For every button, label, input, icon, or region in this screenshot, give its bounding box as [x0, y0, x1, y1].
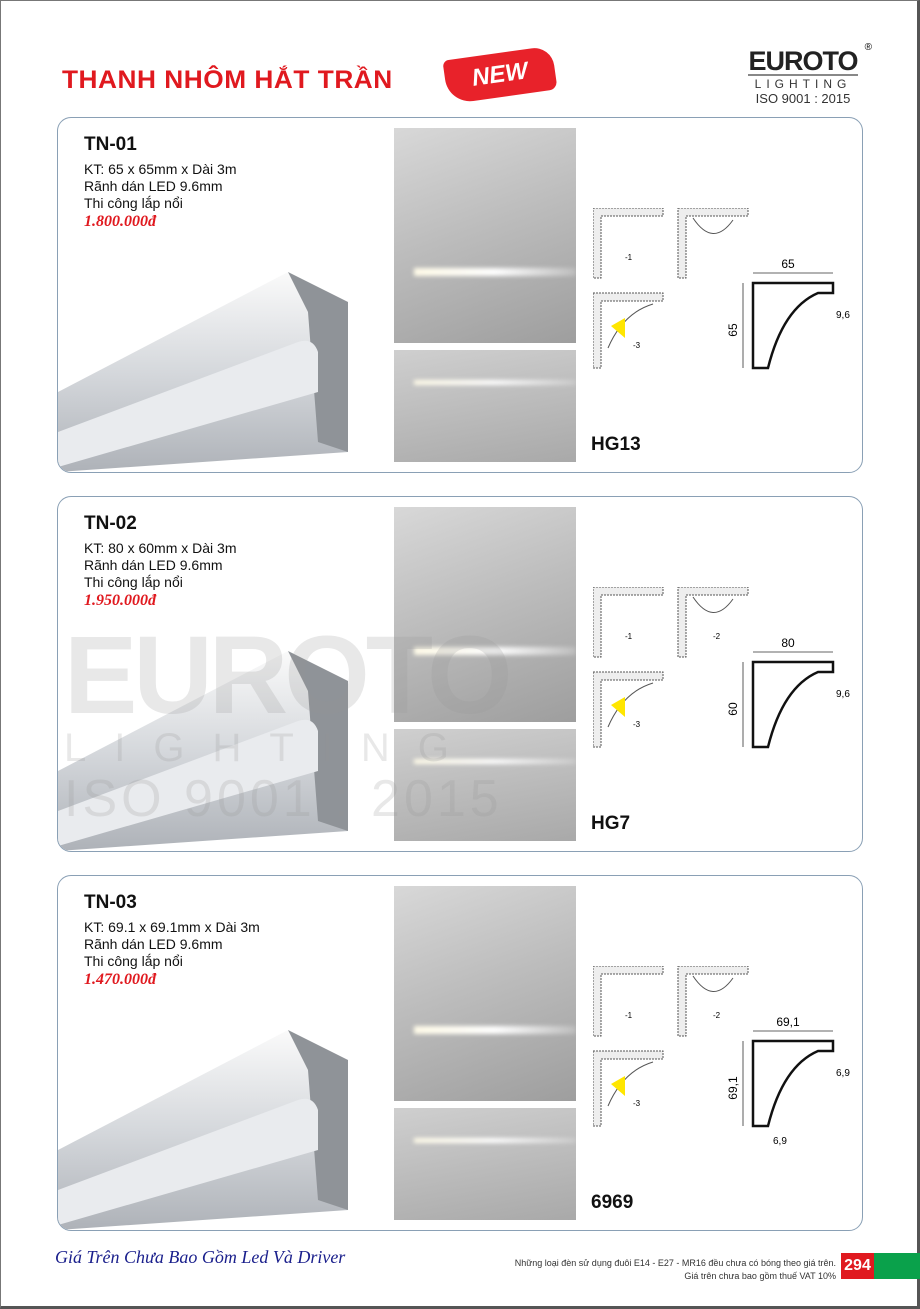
- product-price: 1.470.000đ: [84, 971, 156, 988]
- footer-line-2: Giá trên chưa bao gồm thuế VAT 10%: [684, 1271, 836, 1281]
- diagram-label-3: -3: [633, 1099, 641, 1108]
- diagram-label-1: -1: [625, 632, 633, 641]
- model-code: 6969: [591, 1192, 634, 1213]
- dim-led: 9,6: [836, 310, 850, 321]
- product-groove: Rãnh dán LED 9.6mm: [84, 936, 223, 952]
- product-info: TN-03 KT: 69.1 x 69.1mm x Dài 3m Rãnh dá…: [84, 892, 260, 989]
- product-install: Thi công lắp nổi: [84, 195, 183, 211]
- product-groove: Rãnh dán LED 9.6mm: [84, 178, 223, 194]
- product-card: TN-01 KT: 65 x 65mm x Dài 3m Rãnh dán LE…: [57, 117, 863, 473]
- dim-width: 69,1: [776, 1015, 800, 1029]
- installation-diagrams: -1 -2 -3 69,1 69,1 6,9 6,9: [593, 966, 850, 1147]
- product-groove: Rãnh dán LED 9.6mm: [84, 557, 223, 573]
- product-install: Thi công lắp nổi: [84, 953, 183, 969]
- product-size: KT: 65 x 65mm x Dài 3m: [84, 161, 237, 177]
- installed-photo-closeup: [394, 886, 576, 1101]
- product-card: TN-02 KT: 80 x 60mm x Dài 3m Rãnh dán LE…: [57, 496, 863, 852]
- page-tab-bar: [874, 1253, 920, 1279]
- logo-registered: ®: [864, 42, 872, 53]
- diagram-label-2: -2: [713, 632, 721, 641]
- dim-height: 69,1: [726, 1076, 740, 1100]
- footer-line-1: Những loại đèn sử dụng đuôi E14 - E27 - …: [514, 1258, 836, 1268]
- product-info: TN-01 KT: 65 x 65mm x Dài 3m Rãnh dán LE…: [84, 134, 237, 231]
- installation-diagrams: -1 -3 65 65 9,6: [593, 208, 850, 370]
- logo-brand: EUROTO: [748, 46, 859, 76]
- installed-photo-room: [394, 729, 576, 841]
- page-number: 294: [841, 1253, 874, 1279]
- product-price: 1.950.000đ: [84, 592, 156, 609]
- product-size: KT: 69.1 x 69.1mm x Dài 3m: [84, 919, 260, 935]
- diagram-label-1: -1: [625, 253, 633, 262]
- product-info: TN-02 KT: 80 x 60mm x Dài 3m Rãnh dán LE…: [84, 513, 237, 610]
- installed-photo-closeup: [394, 507, 576, 722]
- footer-note: Giá Trên Chưa Bao Gồm Led Và Driver: [55, 1247, 346, 1267]
- diagram-label-3: -3: [633, 341, 641, 350]
- profile-render-image: [58, 272, 348, 472]
- dim-width: 65: [781, 257, 795, 271]
- model-code: HG13: [591, 434, 641, 455]
- installed-photo-closeup: [394, 128, 576, 343]
- page-title: THANH NHÔM HẮT TRẦN: [62, 66, 393, 94]
- dim-led: 6,9: [836, 1068, 850, 1079]
- dim-led-2: 6,9: [773, 1136, 787, 1147]
- dim-led: 9,6: [836, 689, 850, 700]
- installed-photo-room: [394, 350, 576, 462]
- profile-render-image: [58, 651, 348, 851]
- product-size: KT: 80 x 60mm x Dài 3m: [84, 540, 237, 556]
- logo-sub: LIGHTING: [754, 77, 852, 91]
- product-code: TN-01: [84, 134, 137, 155]
- product-install: Thi công lắp nổi: [84, 574, 183, 590]
- diagram-label-2: -2: [713, 1011, 721, 1020]
- dim-height: 60: [726, 702, 740, 716]
- led-beam-icon: [611, 318, 625, 338]
- product-price: 1.800.000đ: [84, 213, 156, 230]
- logo-iso: ISO 9001 : 2015: [755, 91, 851, 106]
- footer-disclaimer: Những loại đèn sử dụng đuôi E14 - E27 - …: [515, 1257, 836, 1283]
- installed-photo-room: [394, 1108, 576, 1220]
- profile-render-image: [58, 1030, 348, 1230]
- led-beam-icon: [611, 697, 625, 717]
- model-code: HG7: [591, 813, 631, 834]
- led-beam-icon: [611, 1076, 625, 1096]
- dim-width: 80: [781, 636, 795, 650]
- product-code: TN-03: [84, 892, 137, 913]
- product-card: TN-03 KT: 69.1 x 69.1mm x Dài 3m Rãnh dá…: [57, 875, 863, 1231]
- dim-height: 65: [726, 323, 740, 337]
- installation-diagrams: -1 -2 -3 80 60 9,6: [593, 587, 850, 749]
- euroto-logo: EUROTO ® LIGHTING ISO 9001 : 2015: [748, 42, 872, 106]
- product-code: TN-02: [84, 513, 137, 534]
- diagram-label-1: -1: [625, 1011, 633, 1020]
- diagram-label-3: -3: [633, 720, 641, 729]
